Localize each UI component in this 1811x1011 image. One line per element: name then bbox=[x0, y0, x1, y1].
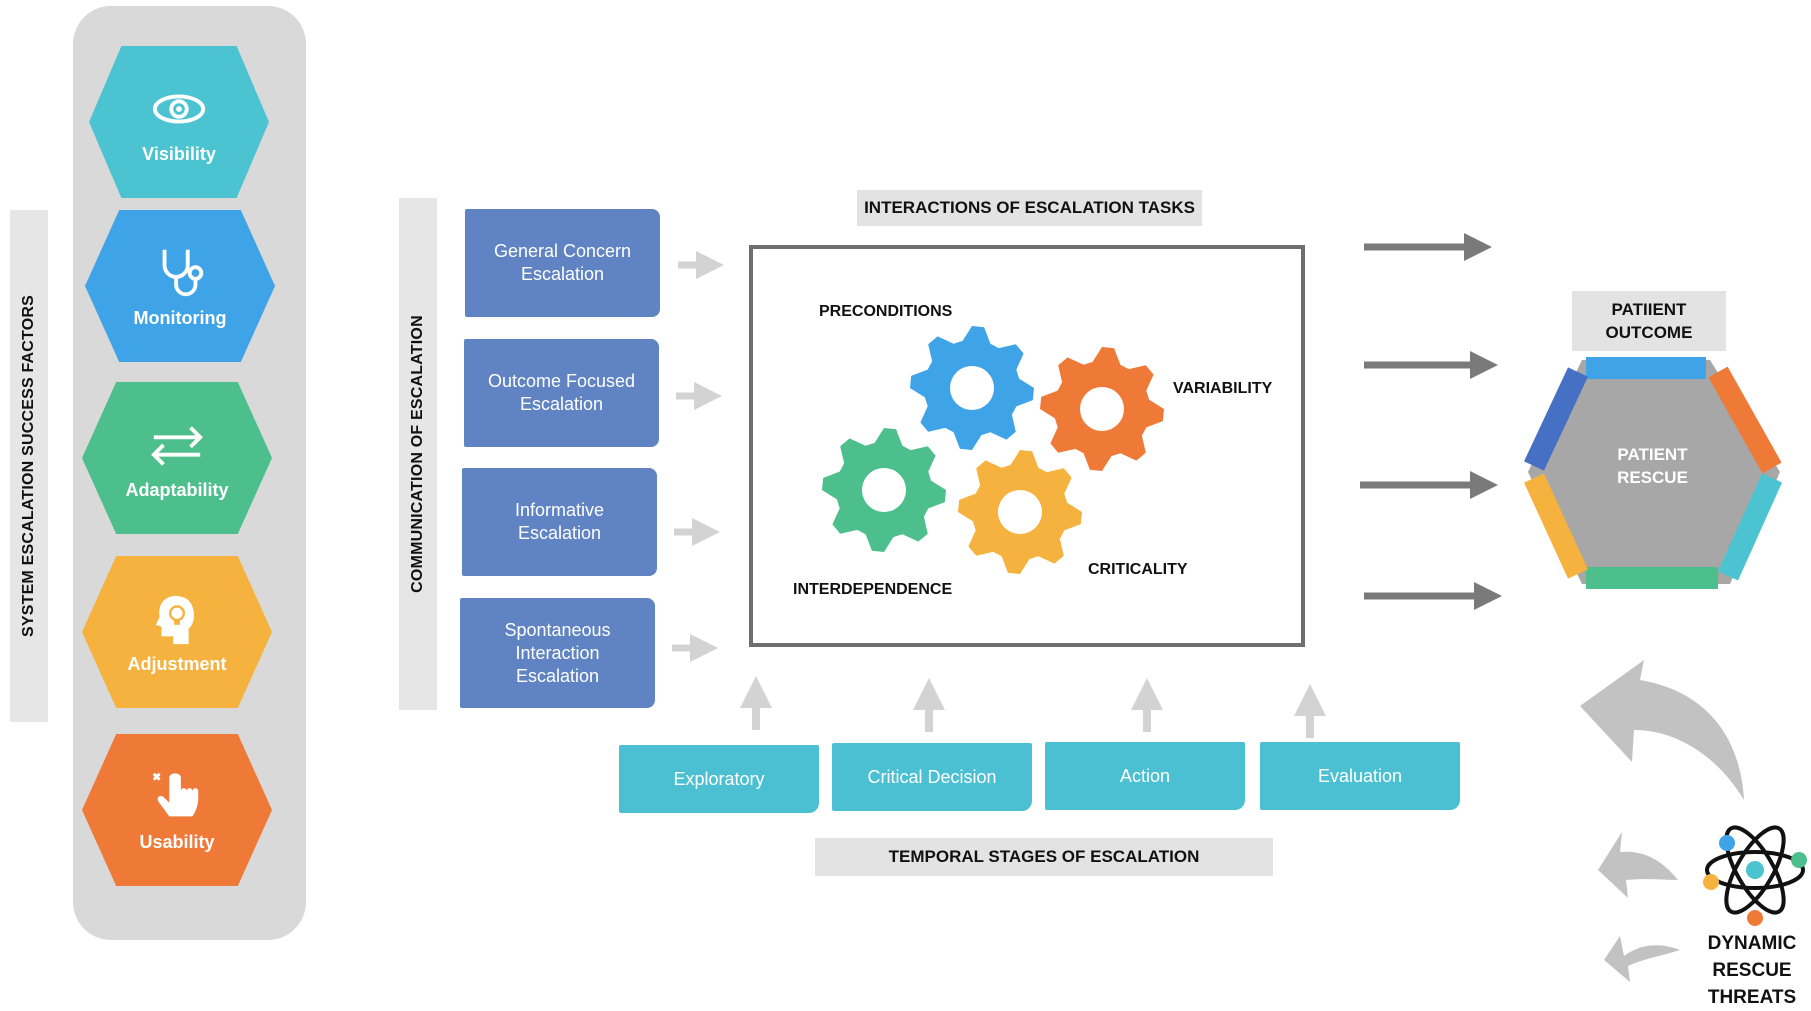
factor-label: Adjustment bbox=[127, 653, 227, 674]
factor-adjustment: Adjustment bbox=[82, 556, 272, 708]
factor-usability: Usability bbox=[82, 734, 272, 886]
comm-spontaneous: Spontaneous Interaction Escalation bbox=[460, 598, 655, 708]
swap-arrows-icon bbox=[148, 416, 206, 474]
outcome-arrows bbox=[1360, 233, 1502, 610]
hex-edge bbox=[1524, 367, 1588, 471]
outcome-hexagon bbox=[1524, 357, 1783, 589]
hand-pointer-icon bbox=[148, 768, 206, 826]
communication-axis-label-box: COMMUNICATION OF ESCALATION bbox=[399, 198, 437, 710]
outcome-title: PATIIENT OUTCOME bbox=[1572, 291, 1726, 351]
factor-adaptability: Adaptability bbox=[82, 382, 272, 534]
comm-outcome-focused: Outcome Focused Escalation bbox=[464, 339, 659, 447]
comm-label: Informative Escalation bbox=[514, 500, 605, 543]
factor-label: Adaptability bbox=[125, 479, 229, 500]
outcome-center-label: PATIENT RESCUE bbox=[1617, 445, 1688, 487]
threats-label: DYNAMIC RESCUE THREATS bbox=[1707, 933, 1797, 1008]
threat-arrows bbox=[1580, 660, 1744, 982]
hex-edge bbox=[1524, 473, 1588, 579]
gear-label-variability: VARIABILITY bbox=[1173, 380, 1273, 397]
gear-label-criticality: CRITICALITY bbox=[1088, 561, 1188, 578]
comm-general-concern: General Concern Escalation bbox=[465, 209, 660, 317]
factor-monitoring: Monitoring bbox=[85, 210, 275, 362]
stage-action: Action bbox=[1045, 742, 1245, 810]
stage-critical-decision: Critical Decision bbox=[832, 743, 1032, 811]
gear-preconditions bbox=[910, 326, 1034, 450]
gear-interdependence bbox=[822, 428, 946, 552]
hex-edge bbox=[1708, 366, 1782, 474]
comm-label: General Concern Escalation bbox=[493, 241, 632, 284]
interactions-title-text: INTERACTIONS OF ESCALATION TASKS bbox=[864, 198, 1195, 217]
gear-variability bbox=[1040, 347, 1164, 471]
comm-arrows bbox=[672, 251, 724, 662]
stage-label: Critical Decision bbox=[867, 766, 997, 787]
hex-edge bbox=[1717, 473, 1783, 581]
stage-label: Exploratory bbox=[673, 768, 765, 789]
factor-label: Monitoring bbox=[133, 307, 227, 328]
factor-label: Usability bbox=[139, 831, 215, 852]
head-lightbulb-icon bbox=[148, 590, 206, 648]
factor-visibility: Visibility bbox=[89, 46, 269, 198]
comm-label: Outcome Focused Escalation bbox=[487, 371, 636, 414]
success-factors-axis-label-box: SYSTEM ESCALATION SUCCESS FACTORS bbox=[10, 210, 48, 722]
threat-arrow-large bbox=[1580, 660, 1744, 800]
stages-title-text: TEMPORAL STAGES OF ESCALATION bbox=[888, 847, 1200, 866]
stage-exploratory: Exploratory bbox=[619, 745, 819, 813]
gear-label-interdependence: INTERDEPENDENCE bbox=[793, 581, 953, 598]
atom-icon bbox=[1703, 825, 1807, 926]
eye-icon bbox=[150, 80, 208, 138]
gear-label-preconditions: PRECONDITIONS bbox=[819, 303, 953, 320]
threat-arrow-medium bbox=[1598, 832, 1678, 898]
comm-label: Spontaneous Interaction Escalation bbox=[504, 619, 611, 686]
stages-title: TEMPORAL STAGES OF ESCALATION bbox=[815, 838, 1273, 876]
interactions-box bbox=[749, 245, 1305, 647]
stage-evaluation: Evaluation bbox=[1260, 742, 1460, 810]
outcome-title-text: PATIIENT OUTCOME bbox=[1605, 300, 1693, 342]
stage-label: Evaluation bbox=[1317, 765, 1403, 786]
comm-informative: Informative Escalation bbox=[462, 468, 657, 576]
threat-arrow-small bbox=[1604, 936, 1680, 982]
gear-criticality bbox=[958, 450, 1082, 574]
interactions-title: INTERACTIONS OF ESCALATION TASKS bbox=[857, 190, 1202, 226]
stage-arrows bbox=[740, 676, 1326, 738]
stethoscope-icon bbox=[151, 244, 209, 302]
stage-label: Action bbox=[1119, 765, 1171, 786]
factor-label: Visibility bbox=[142, 143, 216, 164]
